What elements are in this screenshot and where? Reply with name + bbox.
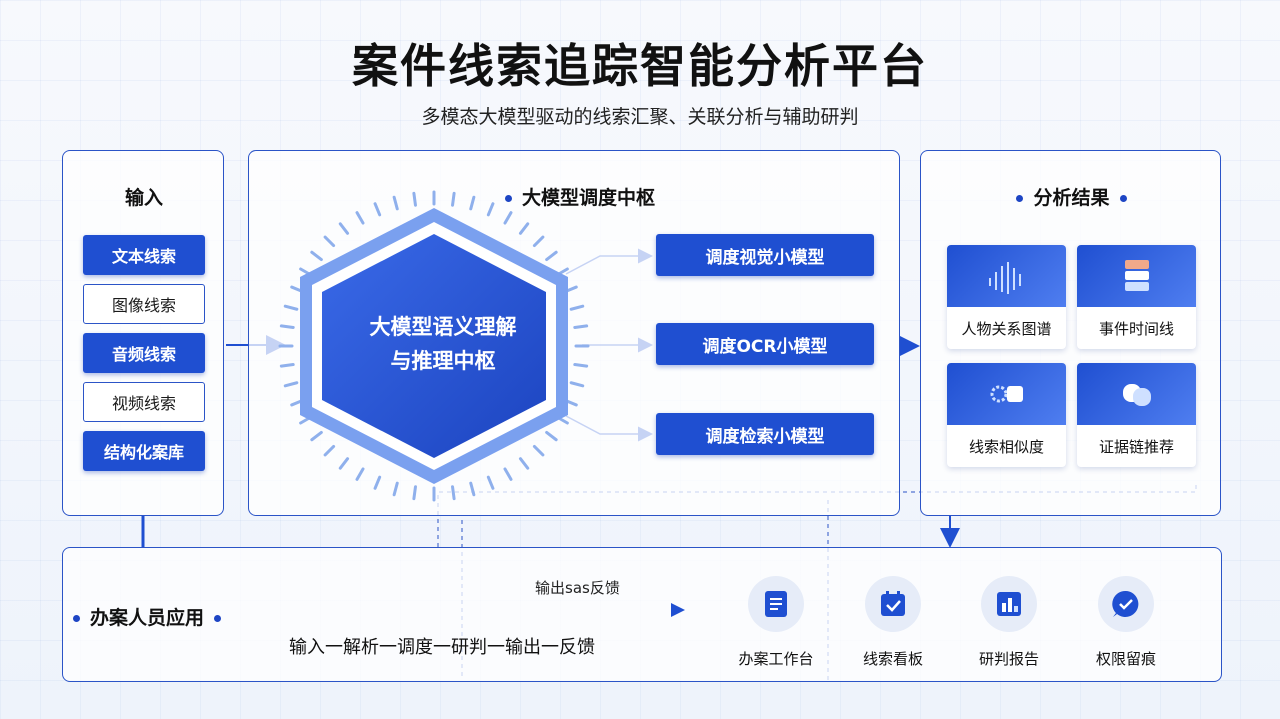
input-item-structured[interactable]: 结构化案库 [83, 431, 205, 471]
result-card-event-timeline[interactable]: 事件时间线 [1077, 245, 1196, 349]
input-panel: 输入 文本线索 图像线索 音频线索 视频线索 结构化案库 [62, 150, 224, 516]
flow-chain: 输入一解析一调度一研判一输出一反馈 [289, 637, 595, 658]
calendar-check-icon [881, 591, 905, 616]
page-title: 案件线索追踪智能分析平台 [352, 39, 928, 93]
core-label-line2: 与推理中枢 [390, 349, 496, 373]
tool-clue-board[interactable]: 线索看板 [833, 576, 953, 669]
check-badge-icon [1112, 590, 1139, 617]
tool-permission-trace[interactable]: 权限留痕 [1066, 576, 1186, 669]
bullet-dot [214, 615, 222, 622]
input-item-audio[interactable]: 音频线索 [83, 333, 205, 373]
gear-blocks-icon [990, 385, 1023, 403]
result-card-clue-similarity[interactable]: 线索相似度 [947, 363, 1066, 467]
core-label: 大模型语义理解 与推理中枢 [338, 310, 548, 378]
card-label: 事件时间线 [1098, 319, 1174, 338]
card-label: 证据链推荐 [1098, 437, 1174, 456]
page-subtitle: 多模态大模型驱动的线索汇聚、关联分析与辅助研判 [421, 106, 859, 128]
result-panel-title-wrap: 分析结果 [921, 183, 1222, 210]
card-image [947, 245, 1066, 307]
schedule-ocr-model[interactable]: 调度OCR小模型 [656, 323, 874, 365]
tool-label: 研判报告 [978, 650, 1039, 668]
bullet-dot [1119, 195, 1127, 202]
tool-icon-wrap [1098, 576, 1154, 632]
input-item-video[interactable]: 视频线索 [83, 382, 205, 422]
card-image [1077, 245, 1196, 307]
schedule-visual-model[interactable]: 调度视觉小模型 [656, 234, 874, 276]
card-image [1077, 363, 1196, 425]
center-panel-title: 大模型调度中枢 [521, 187, 655, 209]
tool-label: 办案工作台 [738, 650, 814, 668]
input-item-text[interactable]: 文本线索 [83, 235, 205, 275]
result-panel-title: 分析结果 [1033, 187, 1110, 209]
tool-icon-wrap [981, 576, 1037, 632]
report-chart-icon [997, 592, 1021, 616]
result-card-evidence-chain[interactable]: 证据链推荐 [1077, 363, 1196, 467]
bottom-panel-title-wrap: 办案人员应用 [63, 603, 231, 630]
result-card-relation-graph[interactable]: 人物关系图谱 [947, 245, 1066, 349]
card-label: 人物关系图谱 [961, 319, 1052, 338]
waveform-icon [988, 262, 1021, 294]
input-panel-title: 输入 [124, 187, 163, 209]
card-image [947, 363, 1066, 425]
bottom-panel-title: 办案人员应用 [90, 607, 205, 629]
tool-label: 权限留痕 [1095, 650, 1156, 668]
bottom-panel: 办案人员应用 输出sas反馈 输入一解析一调度一研判一输出一反馈 办案工作台 [62, 547, 1222, 682]
tool-icon-wrap [865, 576, 921, 632]
tool-icon-wrap [748, 576, 804, 632]
document-list-icon [765, 591, 787, 617]
bullet-dot [73, 615, 80, 622]
tool-analysis-report[interactable]: 研判报告 [949, 576, 1069, 669]
card-label: 线索相似度 [968, 437, 1044, 456]
schedule-search-model[interactable]: 调度检索小模型 [656, 413, 874, 455]
database-stack-icon [1124, 260, 1149, 291]
result-panel: 分析结果 人物关系图谱 事件时间线 [920, 150, 1221, 516]
center-panel-title-wrap: 大模型调度中枢 [249, 183, 901, 210]
bullet-dot [1016, 195, 1024, 202]
flow-arrow [275, 603, 685, 617]
input-item-image[interactable]: 图像线索 [83, 284, 205, 324]
core-label-line1: 大模型语义理解 [369, 315, 517, 339]
bullet-dot [504, 195, 512, 202]
tool-case-workbench[interactable]: 办案工作台 [716, 576, 836, 669]
tool-label: 线索看板 [862, 650, 923, 668]
link-chain-icon [1122, 384, 1151, 406]
flow-label: 输出sas反馈 [535, 579, 620, 597]
